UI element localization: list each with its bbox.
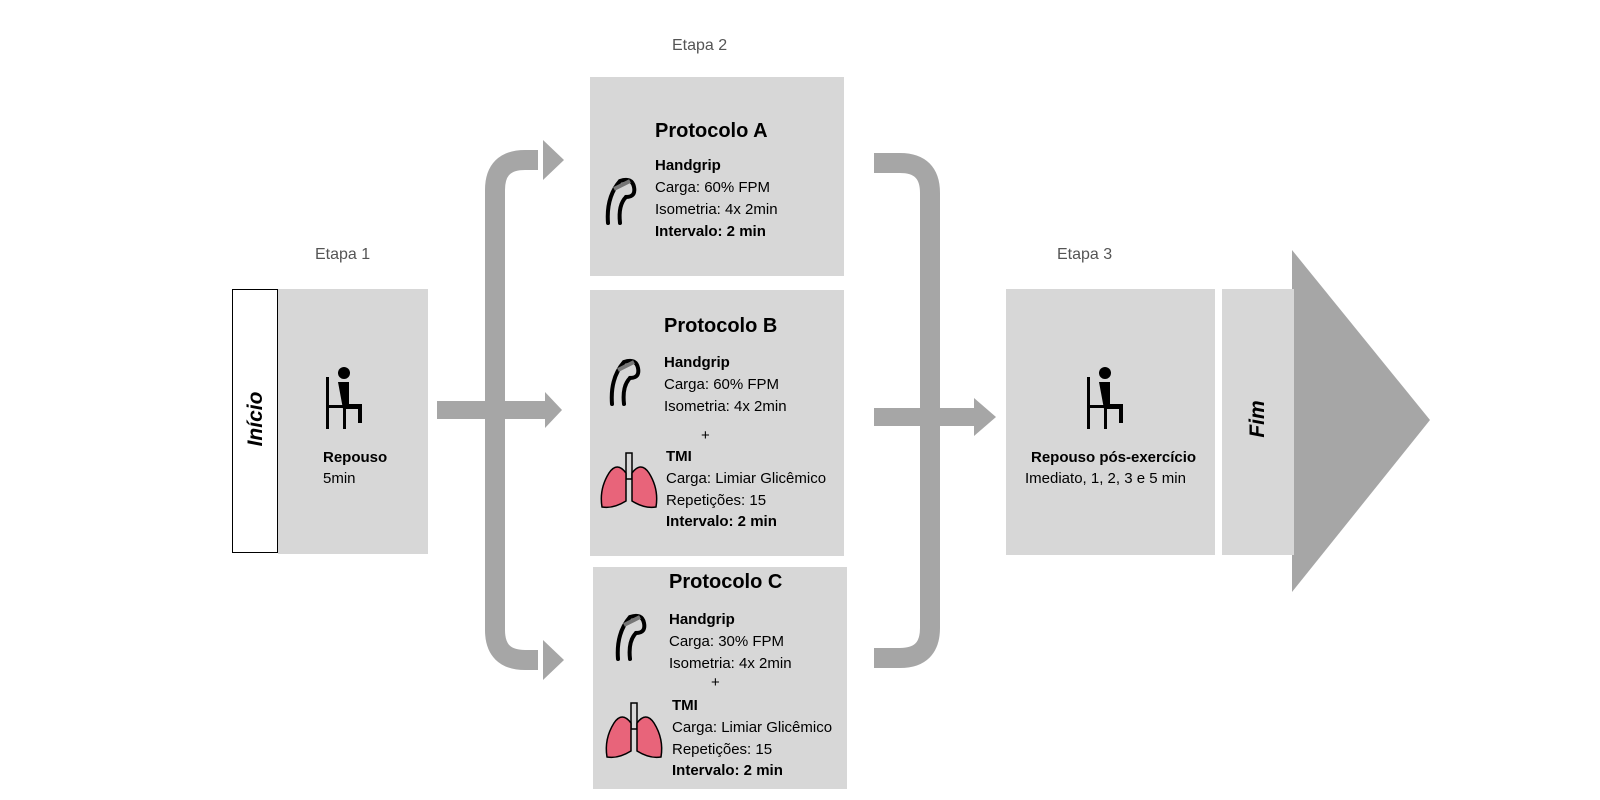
protocol-a-handgrip-title: Handgrip [655, 157, 721, 174]
rest-box: Repouso 5min [278, 289, 428, 554]
protocol-a-box: Protocolo A Handgrip Carga: 60% FPM Isom… [590, 77, 844, 276]
protocol-b-handgrip-load: Carga: 60% FPM [664, 376, 780, 393]
protocol-b-box: Protocolo B Handgrip Carga: 60% FPM Isom… [590, 290, 844, 556]
protocol-c-handgrip-load: Carga: 30% FPM [669, 633, 785, 650]
stage-2-label: Etapa 2 [672, 37, 728, 54]
start-label: Início [244, 391, 267, 447]
lungs-icon [605, 702, 663, 759]
lungs-icon [600, 452, 658, 509]
protocol-c-plus: + [711, 674, 720, 691]
protocol-b-handgrip-title: Handgrip [664, 354, 730, 371]
input-arrow-head [545, 392, 562, 428]
rest-duration: 5min [323, 470, 356, 487]
output-arrow-shaft [874, 408, 976, 426]
protocol-b-title: Protocolo B [664, 315, 778, 337]
protocol-b-handgrip-isometry: Isometria: 4x 2min [664, 398, 787, 415]
start-box: Início [232, 289, 278, 553]
arrow-head-protocol-c [543, 640, 564, 680]
protocol-c-interval: Intervalo: 2 min [672, 762, 783, 779]
protocol-c-tmi-reps: Repetições: 15 [672, 741, 773, 758]
post-rest-title: Repouso pós-exercício [1031, 449, 1197, 466]
protocol-c-tmi-load: Carga: Limiar Glicêmico [672, 719, 833, 736]
handgrip-icon [609, 358, 641, 406]
stage-1-label: Etapa 1 [315, 246, 371, 263]
post-rest-box: Repouso pós-exercício Imediato, 1, 2, 3 … [1006, 289, 1215, 555]
protocol-b-plus: + [701, 427, 710, 444]
seated-person-icon [1087, 367, 1123, 429]
input-arrow-shaft [437, 401, 547, 419]
protocol-b-tmi-reps: Repetições: 15 [666, 492, 767, 509]
seated-person-icon [326, 367, 362, 429]
protocol-b-tmi-title: TMI [666, 448, 692, 465]
arrow-head-protocol-a [543, 140, 564, 180]
protocol-a-handgrip-isometry: Isometria: 4x 2min [655, 201, 778, 218]
handgrip-icon [605, 177, 637, 225]
protocol-c-title: Protocolo C [669, 571, 783, 593]
handgrip-icon [615, 613, 647, 661]
protocol-c-handgrip-isometry: Isometria: 4x 2min [669, 655, 792, 672]
end-label: Fim [1246, 400, 1269, 438]
protocol-a-handgrip-load: Carga: 60% FPM [655, 179, 771, 196]
protocol-c-tmi-title: TMI [672, 697, 698, 714]
stage-3-label: Etapa 3 [1057, 246, 1113, 263]
rest-title: Repouso [323, 449, 388, 466]
protocol-a-interval: Intervalo: 2 min [655, 223, 766, 240]
protocol-b-interval: Intervalo: 2 min [666, 513, 777, 530]
end-box: Fim [1222, 289, 1294, 555]
end-arrow-head [1292, 250, 1430, 592]
protocol-a-title: Protocolo A [655, 120, 768, 142]
protocol-c-handgrip-title: Handgrip [669, 611, 735, 628]
protocol-c-box: Protocolo C Handgrip Carga: 30% FPM Isom… [593, 567, 847, 789]
post-rest-times: Imediato, 1, 2, 3 e 5 min [1025, 470, 1186, 487]
protocol-b-tmi-load: Carga: Limiar Glicêmico [666, 470, 827, 487]
output-arrow-head [974, 398, 996, 436]
